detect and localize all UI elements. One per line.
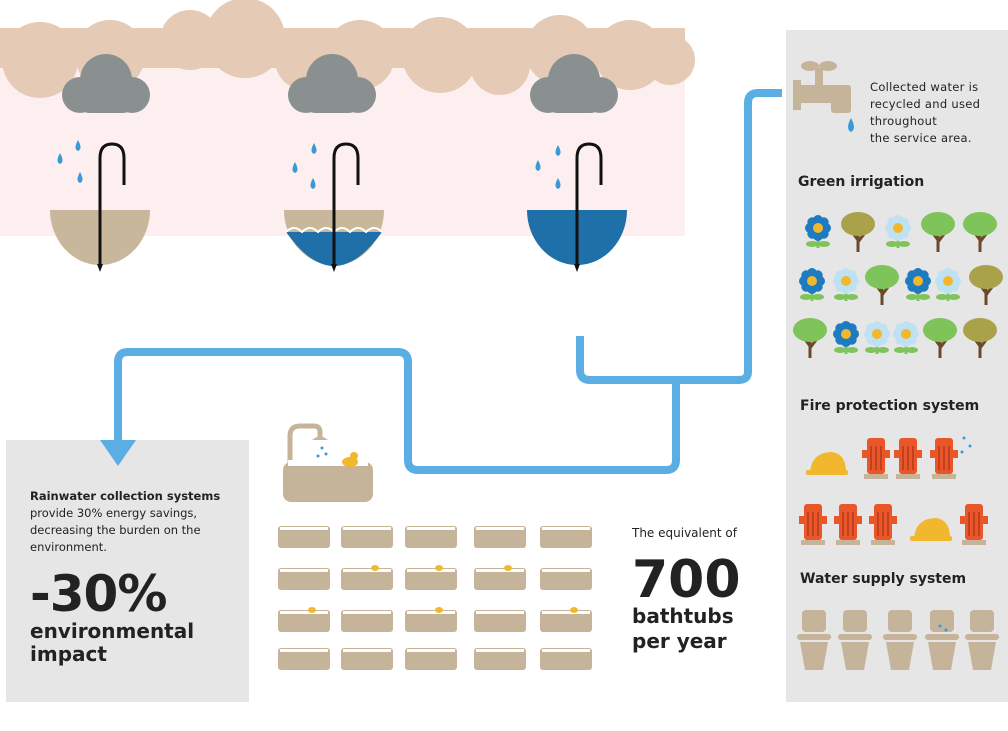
bathtub-icon xyxy=(341,526,393,548)
bathtub-icon xyxy=(278,526,330,548)
hydrant-icon xyxy=(869,504,897,545)
bathtub-icon xyxy=(405,526,457,548)
bathtub-icon xyxy=(540,526,592,548)
tree-icon xyxy=(963,318,997,358)
tree-icon xyxy=(923,318,957,358)
cloud-icon xyxy=(288,54,376,113)
faucet-icon xyxy=(793,61,851,113)
green-irrigation-icons xyxy=(793,212,1003,358)
rain-title: Rainwater collection systems xyxy=(30,489,221,503)
flower-icon xyxy=(805,215,831,248)
duck-icon xyxy=(570,607,578,613)
bathtub-icon xyxy=(474,526,526,548)
flower-icon xyxy=(833,268,859,301)
helmet-icon xyxy=(910,518,952,541)
bathtub-icon xyxy=(341,565,393,590)
recycle-caption: Collected water is recycled and used thr… xyxy=(870,80,981,145)
bathtub-count: 700 xyxy=(632,550,741,610)
bathtub-icon xyxy=(278,648,330,670)
rain-body: provide 30% energy savings, decreasing t… xyxy=(30,506,201,554)
bathtub-icon xyxy=(540,568,592,590)
umbrella-icon xyxy=(284,142,384,272)
tree-icon xyxy=(865,265,899,305)
cloud-icon xyxy=(62,54,150,113)
duck-icon xyxy=(435,607,443,613)
flower-icon xyxy=(864,321,890,354)
fire-protection-heading: Fire protection system xyxy=(800,398,980,414)
tree-icon xyxy=(969,265,1003,305)
bathtub-icon xyxy=(540,648,592,670)
bathtub-grid xyxy=(278,526,592,670)
bathtub-icon xyxy=(278,607,330,632)
flower-icon xyxy=(885,215,911,248)
flower-icon xyxy=(935,268,961,301)
flower-icon xyxy=(893,321,919,354)
tree-icon xyxy=(963,212,997,252)
toilet-icon xyxy=(797,610,831,670)
bathtub-icon xyxy=(540,607,592,632)
duck-icon xyxy=(308,607,316,613)
bathtub-icon xyxy=(405,648,457,670)
bathtub-icon xyxy=(341,648,393,670)
hydrant-icon xyxy=(894,438,922,479)
cloud-icon xyxy=(530,54,618,113)
flower-icon xyxy=(799,268,825,301)
shower-icon xyxy=(287,423,323,470)
toilet-icon xyxy=(883,610,917,670)
impact-value: -30% xyxy=(30,565,167,623)
fire-protection-icons xyxy=(799,436,988,545)
umbrella-icon xyxy=(50,142,150,272)
bathtub-icon xyxy=(474,610,526,632)
systems-panel xyxy=(786,30,1008,702)
bathtub-icon xyxy=(341,610,393,632)
hydrant-icon xyxy=(930,438,958,479)
pipe-arrow-icon xyxy=(100,440,136,466)
hydrant-icon xyxy=(834,504,862,545)
bathtub-icon xyxy=(474,565,526,590)
raindrop-icon xyxy=(848,118,854,132)
bathtub-icon xyxy=(474,648,526,670)
green-irrigation-heading: Green irrigation xyxy=(798,174,925,190)
duck-icon xyxy=(504,565,512,571)
water-supply-icons xyxy=(797,610,999,670)
helmet-icon xyxy=(806,452,848,475)
water-pipe xyxy=(114,89,782,474)
impact-label: environmental impact xyxy=(30,619,195,666)
bathtub-icon xyxy=(405,607,457,632)
equivalent-label: The equivalent of xyxy=(632,526,737,540)
flower-icon xyxy=(833,321,859,354)
tree-icon xyxy=(921,212,955,252)
bathtub-icon xyxy=(283,423,373,502)
tree-icon xyxy=(841,212,875,252)
cloud-layer xyxy=(0,0,695,98)
bathtub-unit: bathtubs per year xyxy=(632,604,734,653)
bathtub-icon xyxy=(405,565,457,590)
umbrella-icon xyxy=(527,142,627,272)
toilet-icon xyxy=(925,610,959,670)
bathtub-icon xyxy=(278,568,330,590)
duck-icon xyxy=(435,565,443,571)
toilet-icon xyxy=(965,610,999,670)
water-supply-heading: Water supply system xyxy=(800,571,967,587)
duck-icon xyxy=(371,565,379,571)
flower-icon xyxy=(905,268,931,301)
tree-icon xyxy=(793,318,827,358)
hydrant-icon xyxy=(960,504,988,545)
toilet-icon xyxy=(838,610,872,670)
raindrop-icon xyxy=(57,140,561,189)
hydrant-icon xyxy=(862,438,890,479)
rain-panel xyxy=(6,440,249,702)
hydrant-icon xyxy=(799,504,827,545)
